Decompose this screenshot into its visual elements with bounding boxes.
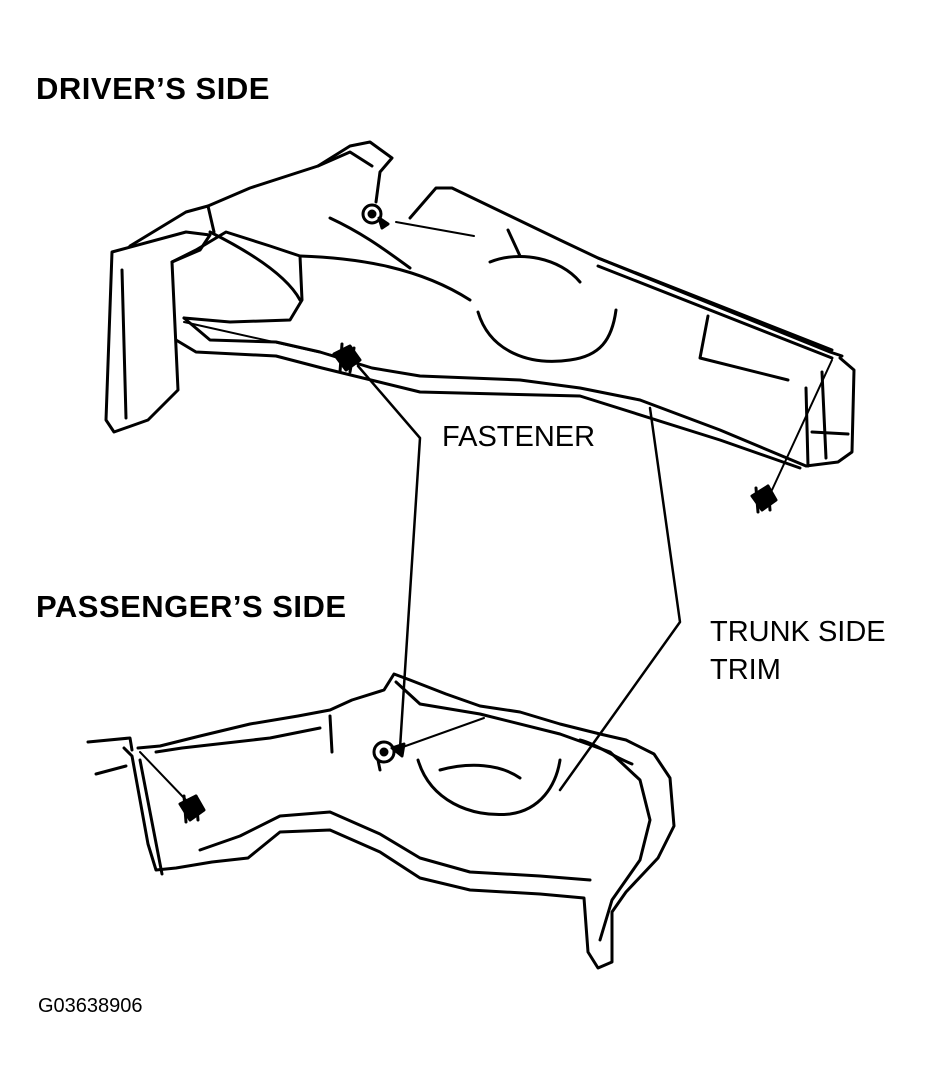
fastener-label: FASTENER: [442, 421, 596, 453]
fastener-leader: [356, 364, 422, 750]
driver-side-heading: DRIVER’S SIDE: [36, 71, 270, 106]
callout-leaders: [356, 364, 682, 792]
trunk-side-trim-label: TRUNK SIDE TRIM: [710, 613, 886, 689]
fastener-icon: [178, 794, 206, 824]
trunk-side-trim-leader: [558, 406, 682, 792]
trunk-side-trim-label-line1: TRUNK SIDE: [710, 616, 886, 648]
figure-id: G03638906: [38, 995, 143, 1017]
trunk-side-trim-label-line2: TRIM: [710, 654, 781, 686]
fastener-icon: [361, 203, 390, 230]
passenger-side-trim-panel: [86, 672, 676, 970]
fastener-icon: [750, 484, 778, 514]
driver-side-trim-panel: [104, 140, 856, 491]
fastener-icon: [332, 342, 362, 374]
passenger-side-heading: PASSENGER’S SIDE: [36, 589, 347, 624]
